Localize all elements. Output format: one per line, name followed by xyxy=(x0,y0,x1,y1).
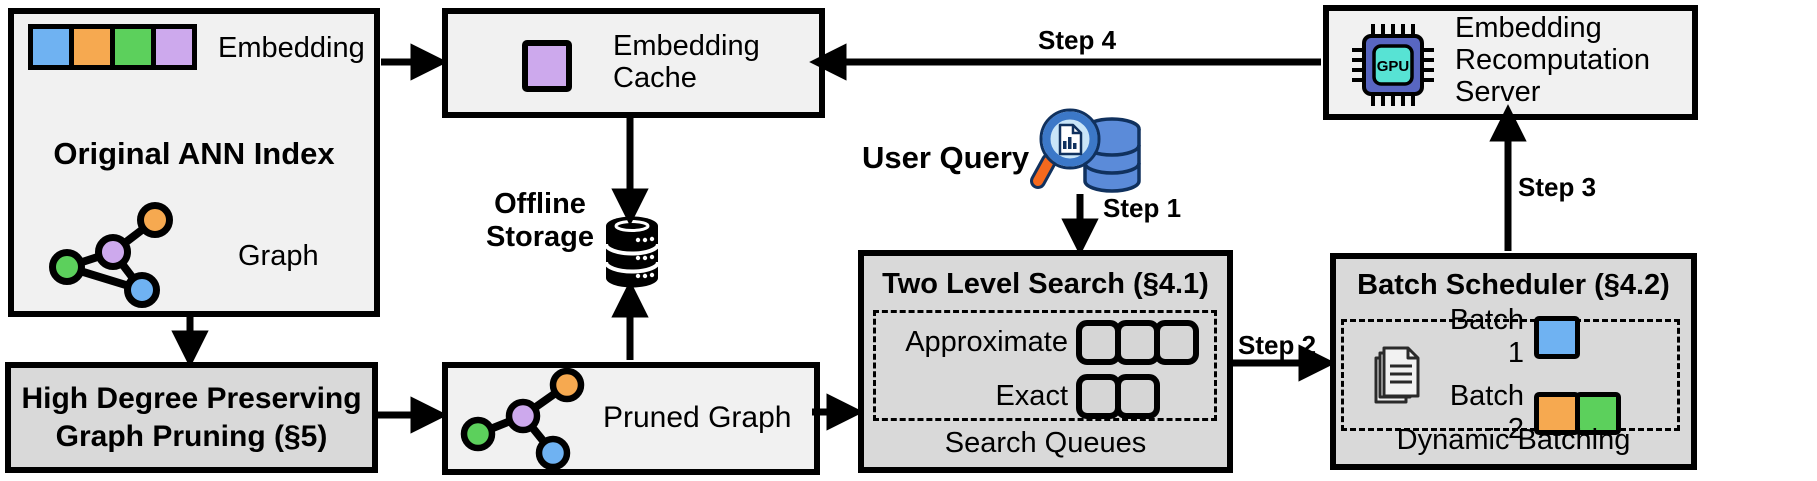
batch2-item-orange xyxy=(1534,391,1580,435)
cached-embedding-icon xyxy=(522,40,572,92)
arrow-pruned-to-storage xyxy=(611,280,649,360)
graph-node-purple xyxy=(505,398,541,434)
batch2-label: Batch 2 xyxy=(1449,380,1524,445)
recomputation-server-label: Embedding Recomputation Server xyxy=(1455,12,1651,108)
arrow-ann-to-pruning xyxy=(171,317,209,368)
embedding-cell-blue xyxy=(33,29,69,65)
recomputation-server-box: GPU Embedding Recomputation Server xyxy=(1323,5,1698,120)
approximate-label: Approximate xyxy=(905,326,1068,358)
step1-label: Step 1 xyxy=(1103,193,1182,223)
graph-label: Graph xyxy=(238,240,319,272)
step3-label: Step 3 xyxy=(1518,172,1597,202)
embedding-cell-orange xyxy=(74,29,110,65)
dynamic-batching-panel: Batch 1 Batch 2 xyxy=(1341,304,1680,445)
step2-label: Step 2 xyxy=(1238,330,1317,360)
dynamic-batching-footer: Dynamic Batching xyxy=(1396,424,1631,456)
pruned-graph-box: Pruned Graph xyxy=(442,362,820,475)
batch1-item-blue xyxy=(1534,315,1580,359)
arrow-pruning-to-pruned xyxy=(373,396,448,434)
gpu-chip-text: GPU xyxy=(1377,58,1410,75)
exact-label: Exact xyxy=(995,380,1068,412)
embedding-label: Embedding xyxy=(218,32,365,64)
arrow-cache-to-storage xyxy=(611,112,649,226)
arrow-query-to-search xyxy=(1061,194,1099,256)
graph-node-orange xyxy=(549,367,585,403)
embedding-vector-icon xyxy=(28,24,197,70)
ann-index-title: Original ANN Index xyxy=(53,136,335,171)
batch-scheduler-box: Batch Scheduler (§4.2) Batch 1 xyxy=(1330,253,1697,470)
original-ann-index-box: Embedding Original ANN Index Graph xyxy=(8,8,380,317)
queue-slot xyxy=(1154,320,1199,365)
pruned-graph-label: Pruned Graph xyxy=(603,401,792,434)
high-degree-pruning-box: High Degree Preserving Graph Pruning (§5… xyxy=(5,362,378,473)
graph-node-blue xyxy=(535,435,571,471)
embedding-cell-green xyxy=(115,29,151,65)
batch-scheduler-title: Batch Scheduler (§4.2) xyxy=(1357,269,1670,301)
user-query-icon xyxy=(1030,108,1141,193)
two-level-search-title: Two Level Search (§4.1) xyxy=(882,268,1209,300)
gpu-chip-icon: GPU xyxy=(1352,24,1434,106)
search-queues-panel: Approximate Exact xyxy=(873,310,1217,421)
graph-node-green xyxy=(49,249,85,285)
graph-node-blue xyxy=(124,272,160,308)
queue-slot xyxy=(1115,374,1160,419)
ann-graph-icon xyxy=(49,202,173,308)
graph-node-green xyxy=(460,416,496,452)
graph-node-purple xyxy=(95,234,131,270)
arrow-ann-to-cache xyxy=(381,43,448,81)
two-level-search-box: Two Level Search (§4.1) Approximate Exac… xyxy=(858,250,1233,473)
high-degree-pruning-label: High Degree Preserving Graph Pruning (§5… xyxy=(21,382,362,453)
offline-storage-database-icon xyxy=(604,216,660,288)
query-documents-icon xyxy=(1374,346,1420,404)
embedding-cache-box: Embedding Cache xyxy=(442,8,825,118)
search-queues-footer: Search Queues xyxy=(944,427,1147,459)
step4-label: Step 4 xyxy=(1038,25,1117,55)
embedding-cell-purple xyxy=(156,29,192,65)
batch1-label: Batch 1 xyxy=(1449,304,1524,369)
embedding-cache-label: Embedding Cache xyxy=(613,30,760,95)
graph-node-orange xyxy=(137,202,173,238)
batch2-item-green xyxy=(1575,391,1621,435)
pruned-graph-icon xyxy=(460,367,585,471)
offline-storage-label: Offline Storage xyxy=(486,188,594,254)
user-query-label: User Query xyxy=(862,140,1030,175)
